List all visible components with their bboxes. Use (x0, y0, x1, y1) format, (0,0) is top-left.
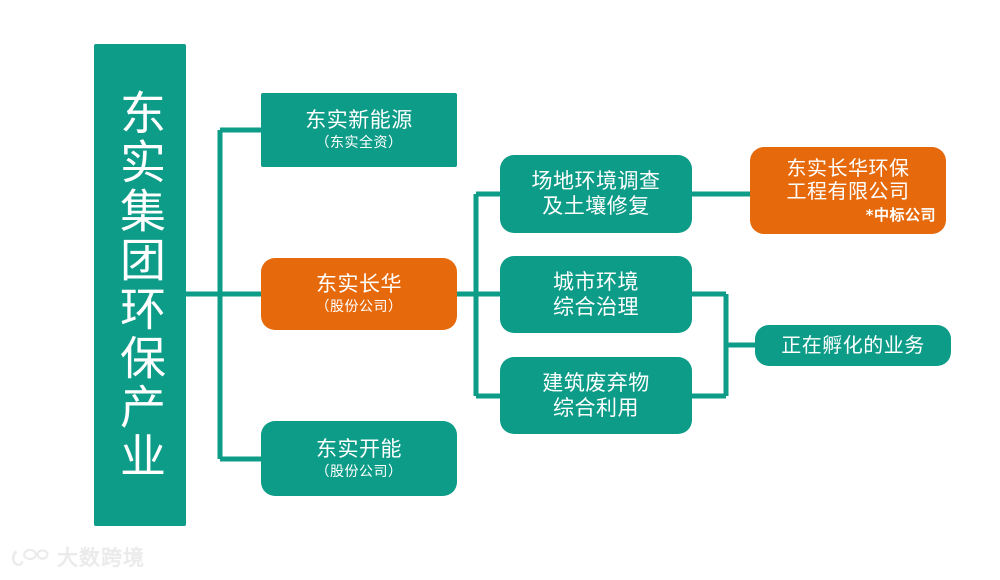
node-dongshi-changhua[interactable]: 东实长华 （股份公司） (261, 258, 457, 330)
node-construction-waste-utilization[interactable]: 建筑废弃物 综合利用 (500, 357, 692, 434)
node-dongshi-kaineng[interactable]: 东实开能 （股份公司） (261, 421, 457, 496)
node-dongshi-xinnengyuan[interactable]: 东实新能源 （东实全资） (261, 93, 457, 167)
watermark-text: 大数跨境 (57, 546, 145, 570)
node-subtitle: （股份公司） (315, 299, 403, 316)
node-title: 建筑废弃物 综合利用 (542, 370, 650, 420)
node-root[interactable]: 东实集团环保产业 (94, 44, 186, 526)
brand-logo-icon (11, 548, 49, 566)
node-title: 正在孵化的业务 (781, 332, 925, 357)
node-urban-environment-governance[interactable]: 城市环境 综合治理 (500, 256, 692, 333)
node-root-label: 东实集团环保产业 (113, 89, 167, 481)
node-subtitle: （东实全资） (315, 135, 403, 152)
node-title: 场地环境调查 及土壤修复 (531, 169, 661, 218)
node-title: 东实长华环保 工程有限公司 (786, 155, 910, 204)
node-bid-winner-note: *中标公司 (865, 205, 936, 224)
node-title: 东实开能 (316, 436, 402, 461)
node-title: 城市环境 综合治理 (553, 269, 639, 319)
node-title: 东实长华 (316, 272, 402, 297)
node-subtitle: （股份公司） (315, 463, 403, 480)
node-site-survey-soil-remediation[interactable]: 场地环境调查 及土壤修复 (500, 155, 692, 233)
watermark: 大数跨境 (10, 542, 145, 572)
node-changhua-environmental-engineering[interactable]: 东实长华环保 工程有限公司 *中标公司 (750, 147, 946, 234)
node-incubating-business[interactable]: 正在孵化的业务 (755, 325, 951, 366)
node-title: 东实新能源 (305, 108, 413, 133)
